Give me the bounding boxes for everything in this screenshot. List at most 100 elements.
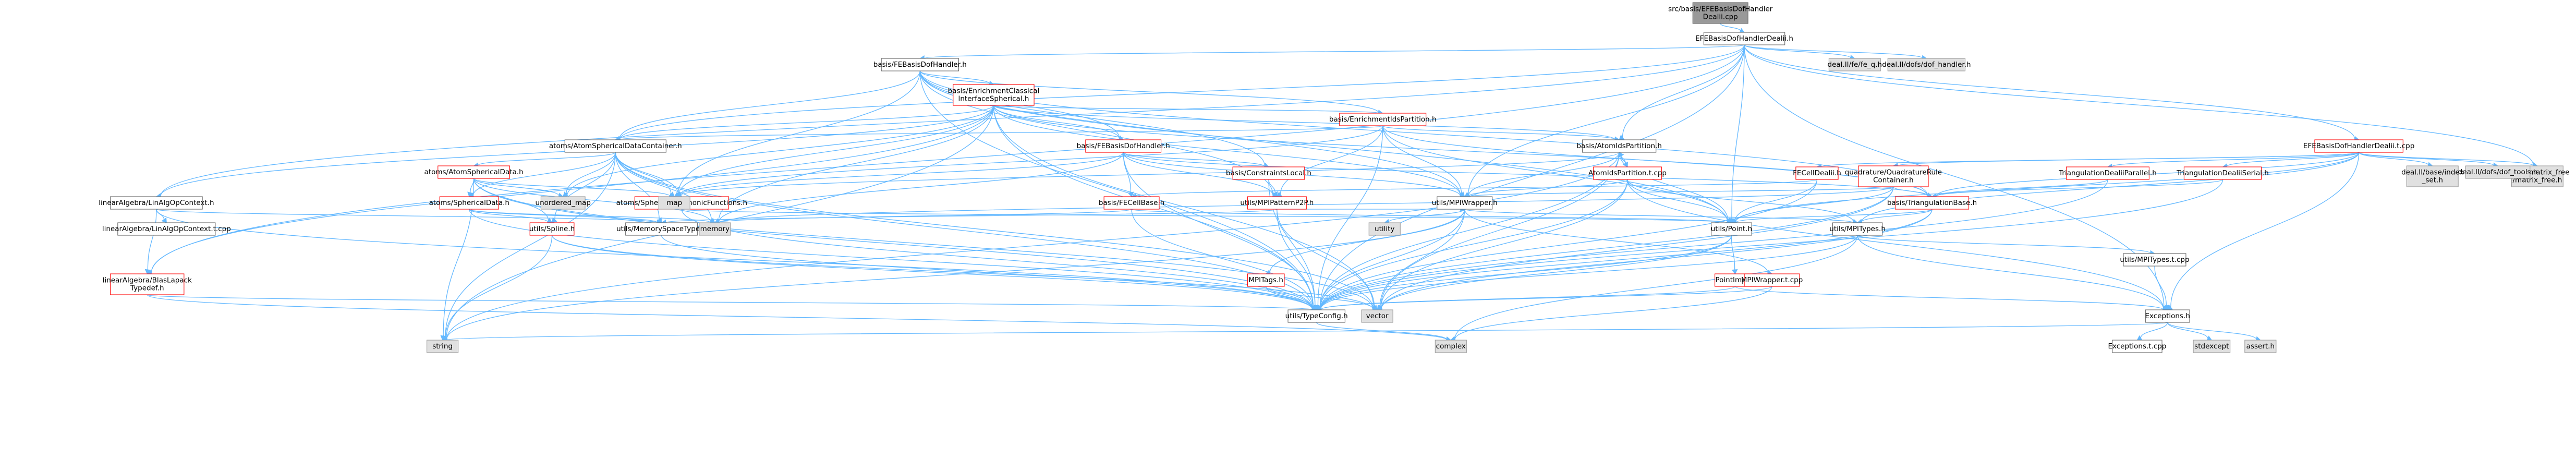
edge-line <box>446 152 1620 340</box>
file-node-fecellh[interactable]: deal.II/fe/fe_q.h <box>1828 58 1882 71</box>
file-node-box <box>1887 58 1966 71</box>
edge-line <box>469 209 549 223</box>
file-node-mpitags[interactable]: MPITags.h <box>1247 273 1285 287</box>
edge-line <box>719 209 1132 223</box>
file-node-fbdofh[interactable]: basis/FEBasisDofHandler.h <box>873 58 967 71</box>
file-node-triangbase[interactable]: basis/TriangulationBase.h <box>1887 196 1977 210</box>
edge-line <box>1131 209 1728 223</box>
file-node-spline[interactable]: utils/Spline.h <box>529 222 575 236</box>
edge-line <box>1269 209 1465 273</box>
edge-line <box>151 44 1745 273</box>
edge-blaslapack-to-typeconfig <box>147 294 1317 313</box>
file-node-enrpart[interactable]: basis/EnrichmentIdsPartition.h <box>1329 113 1437 126</box>
edge-line <box>1454 286 1772 340</box>
file-node-label: utils/TypeConfig.h <box>1285 312 1348 320</box>
file-node-utility[interactable]: utility <box>1368 222 1401 236</box>
edge-line <box>1731 44 1745 219</box>
edge-line <box>1464 209 1768 273</box>
file-node-atomsphdata[interactable]: atoms/AtomSphericalData.h <box>424 165 524 179</box>
file-node-triangpar[interactable]: TriangulationDealiiParallel.h <box>2058 166 2157 180</box>
file-node-box <box>439 196 499 210</box>
file-node-constraintslocal[interactable]: basis/ConstraintsLocal.h <box>1226 166 1311 180</box>
file-node-efehdr[interactable]: EFEBasisDofHandlerDealii.h <box>1695 32 1793 45</box>
file-node-memspace[interactable]: utils/MemorySpaceType.h <box>616 222 707 236</box>
file-node-doftools[interactable]: deal.II/dofs/dof_tools.h <box>2458 165 2538 179</box>
edge-line <box>445 152 616 338</box>
file-node-indexset[interactable]: deal.II/base/index_set.h <box>2401 165 2463 187</box>
edge-line <box>1320 186 1894 309</box>
edge-line <box>1744 44 2534 165</box>
file-node-triangser[interactable]: TriangulationDealiiSerial.h <box>2176 166 2269 180</box>
edge-line <box>1388 209 1465 223</box>
file-node-label: atoms/SphericalData.h <box>429 199 509 207</box>
file-node-mpitypes[interactable]: utils/MPITypes.h <box>1829 222 1886 236</box>
file-node-label: utils/MPIWrapper.h <box>1432 199 1498 207</box>
edge-line <box>919 70 1379 113</box>
edge-line <box>1619 152 1729 221</box>
file-node-typeconfig[interactable]: utils/TypeConfig.h <box>1285 309 1348 323</box>
edge-febasisdofh-to-map <box>674 152 1124 200</box>
edge-arrowhead <box>1127 191 1134 197</box>
file-node-unorderedmap[interactable]: unordered_map <box>536 196 591 210</box>
edge-line <box>615 152 1374 309</box>
edge-line <box>2140 322 2168 339</box>
file-node-box <box>1232 166 1305 180</box>
file-node-mpipattern[interactable]: utils/MPIPatternP2P.h <box>1240 196 1314 210</box>
edge-line <box>924 44 1745 59</box>
edge-atomsphdata-to-typeconfig <box>473 178 1317 312</box>
file-node-efeimpl[interactable]: EFEBasisDofHandlerDealii.t.cpp <box>2303 139 2414 153</box>
file-node-label: linearAlgebra/LinAlgOpContext.t.cpp <box>102 225 231 233</box>
file-node-mpiwrappert[interactable]: MPIWrapper.t.cpp <box>1741 273 1803 287</box>
edge-line <box>919 70 990 85</box>
file-node-label: EFEBasisDofHandlerDealii.h <box>1695 34 1793 43</box>
file-node-dofhandler[interactable]: deal.II/dofs/dof_handler.h <box>1882 58 1971 71</box>
file-node-string[interactable]: string <box>427 340 459 353</box>
file-node-sphdata[interactable]: atoms/SphericalData.h <box>429 196 509 210</box>
file-node-vector[interactable]: vector <box>1361 309 1393 323</box>
file-node-atomidsimpl[interactable]: AtomIdsPartition.t.cpp <box>1588 166 1667 180</box>
edge-spline-to-string <box>442 235 553 341</box>
file-node-atomidspart[interactable]: basis/AtomIdsPartition.h <box>1576 139 1662 153</box>
file-node-atomsph[interactable]: atoms/AtomSphericalDataContainer.h <box>549 139 682 153</box>
file-node-linalgctx[interactable]: linearAlgebra/LinAlgOpContext.h <box>99 196 214 210</box>
file-node-label: complex <box>1436 342 1466 351</box>
file-node-memory[interactable]: memory <box>699 222 731 236</box>
file-node-asserth[interactable]: assert.h <box>2244 340 2277 353</box>
edge-line <box>678 152 1620 197</box>
file-node-map[interactable]: map <box>658 196 690 210</box>
file-node-linalgctxt[interactable]: linearAlgebra/LinAlgOpContext.t.cpp <box>102 222 231 236</box>
file-node-box <box>625 222 698 236</box>
file-node-box <box>2145 309 2190 323</box>
file-node-label: deal.II/dofs/dof_tools.h <box>2458 168 2538 176</box>
file-node-mpiwrapper[interactable]: utils/MPIWrapper.h <box>1432 196 1498 210</box>
edge-line <box>1320 179 2223 309</box>
file-node-point[interactable]: utils/Point.h <box>1711 222 1752 236</box>
file-node-box <box>1582 139 1657 153</box>
edge-line <box>1320 235 1732 309</box>
edge-arrowhead <box>1277 191 1283 197</box>
edge-fbdofh-to-triangbase <box>919 70 1933 199</box>
file-node-label: unordered_map <box>536 199 591 207</box>
file-node-box <box>1711 222 1752 236</box>
file-node-exceptions[interactable]: Exceptions.h <box>2145 309 2190 323</box>
file-node-label: utils/MPITypes.h <box>1829 225 1886 233</box>
file-node-complex[interactable]: complex <box>1435 340 1467 353</box>
edge-arrowhead <box>467 191 473 197</box>
edge-line <box>1123 152 1314 307</box>
file-node-enrclass[interactable]: basis/EnrichmentClassicalInterfaceSpheri… <box>948 84 1040 106</box>
file-node-exceptionst[interactable]: Exceptions.t.cpp <box>2108 340 2166 353</box>
file-node-box <box>1593 166 1662 180</box>
file-node-label: utils/Point.h <box>1711 225 1752 233</box>
edge-exceptions-to-exceptionst <box>2136 322 2168 341</box>
edge-line <box>1123 152 1265 167</box>
file-node-stdexcept[interactable]: stdexcept <box>2193 340 2231 353</box>
file-node-mpitypest[interactable]: utils/MPITypes.t.cpp <box>2120 253 2190 267</box>
file-node-febasisdofh[interactable]: basis/FEBasisDofHandler.h <box>1077 139 1170 153</box>
file-node-root[interactable]: src/basis/EFEBasisDofHandlerDealii.cpp <box>1668 2 1773 24</box>
file-node-fecelldealii[interactable]: FECellDealii.h <box>1793 166 1841 180</box>
edge-line <box>1123 152 1928 197</box>
file-node-box <box>117 222 216 236</box>
file-node-fecellbase[interactable]: basis/FECellBase.h <box>1099 196 1164 210</box>
